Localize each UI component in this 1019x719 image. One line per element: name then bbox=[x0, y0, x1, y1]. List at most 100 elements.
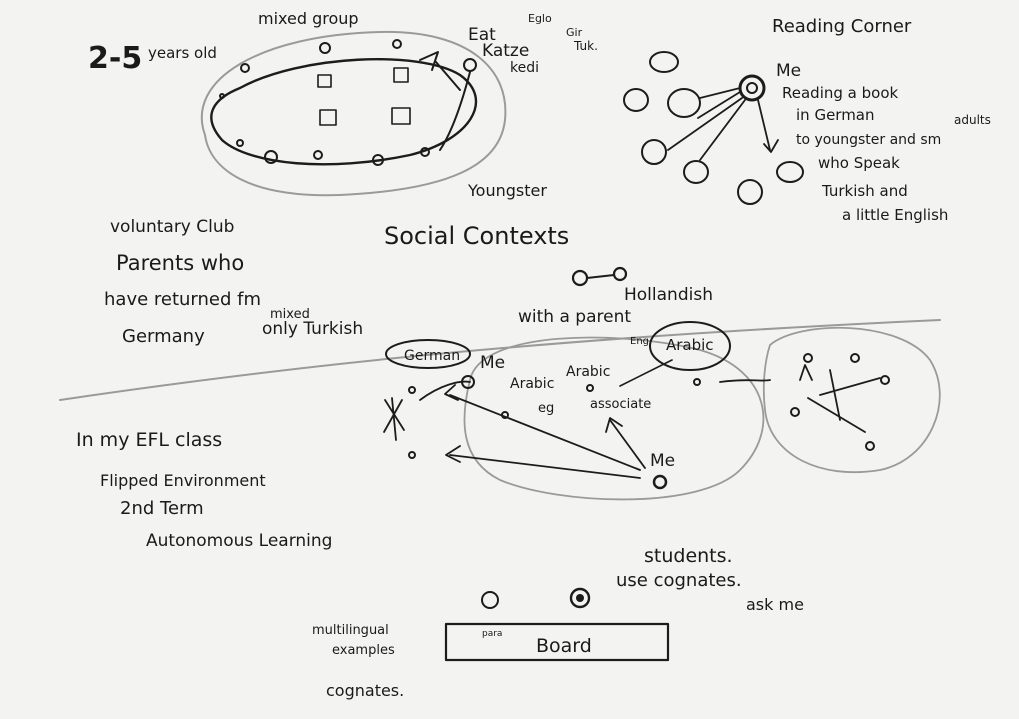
listener-circle bbox=[737, 179, 763, 205]
eg-label: eg bbox=[538, 401, 554, 416]
listener-circle bbox=[623, 88, 649, 112]
arabic-label-2: Arabic bbox=[566, 364, 610, 380]
listener-circle bbox=[667, 88, 701, 118]
efl-class-diagram bbox=[383, 321, 941, 662]
parents-line-2: have returned fm bbox=[104, 289, 261, 310]
child-circle bbox=[372, 154, 384, 166]
board-rect bbox=[444, 622, 670, 662]
student-dot bbox=[693, 378, 701, 386]
german-bubble-label: German bbox=[404, 348, 460, 364]
german-bubble bbox=[385, 339, 471, 369]
cognates-label: cognates. bbox=[326, 681, 404, 700]
german-link bbox=[419, 380, 471, 401]
child-circle bbox=[463, 58, 477, 72]
multilingual-label-2: examples bbox=[332, 643, 395, 658]
efl-title: In my EFL class bbox=[76, 429, 222, 451]
child-circle bbox=[313, 150, 323, 160]
kedi-label: kedi bbox=[510, 60, 539, 76]
reading-line-1: Reading a book bbox=[782, 84, 898, 102]
kedi-lang: Tuk. bbox=[573, 39, 598, 53]
pair-link bbox=[586, 274, 615, 279]
child-square bbox=[319, 109, 337, 126]
reading-corner-diagram bbox=[623, 51, 804, 205]
cat-lang: Gir bbox=[566, 26, 583, 39]
child-circle bbox=[240, 63, 250, 73]
section-divider bbox=[59, 319, 941, 401]
arabic-link bbox=[619, 359, 673, 387]
eat-lang: Eglo bbox=[528, 12, 552, 25]
child-circle bbox=[219, 93, 225, 99]
reading-line-7: a little English bbox=[842, 206, 948, 224]
child-circle bbox=[571, 269, 589, 287]
eat-label: Eat bbox=[468, 25, 496, 45]
parent-circle bbox=[612, 266, 628, 282]
youngster-label: Youngster bbox=[467, 181, 547, 200]
group-dot bbox=[850, 353, 860, 363]
only-turkish-label: only Turkish bbox=[262, 319, 363, 339]
arrow-to-german bbox=[444, 384, 641, 471]
board-label: Board bbox=[536, 635, 592, 657]
hollandish-label: Hollandish bbox=[624, 285, 713, 305]
child-circle bbox=[420, 147, 430, 157]
child-square bbox=[393, 67, 409, 83]
parents-line-3: Germany bbox=[122, 326, 205, 347]
hollandish-pair bbox=[571, 266, 628, 287]
link-to-group bbox=[719, 379, 771, 383]
student-dot bbox=[408, 451, 416, 459]
arabic-bubble bbox=[649, 321, 731, 371]
child-circle bbox=[264, 150, 278, 164]
teacher-arrow-line-2 bbox=[435, 61, 461, 91]
group-arrows bbox=[799, 364, 881, 433]
student-dot bbox=[408, 386, 416, 394]
child-circle bbox=[236, 139, 244, 147]
arabic-bubble-label: Arabic bbox=[666, 336, 714, 354]
mixed-note: mixed bbox=[270, 307, 310, 322]
me-center-dot bbox=[652, 474, 668, 490]
child-square bbox=[391, 107, 411, 125]
class-circle bbox=[463, 336, 765, 501]
child-circle bbox=[319, 42, 331, 54]
social-contexts-title: Social Contexts bbox=[384, 222, 569, 250]
eng-small-label: Eng bbox=[630, 336, 649, 347]
cat-label: Katze bbox=[482, 41, 529, 61]
teacher-arrow-line bbox=[439, 71, 471, 151]
reading-arrows bbox=[667, 87, 746, 161]
students-label: students. bbox=[644, 545, 733, 567]
inner-group-loop bbox=[210, 58, 478, 166]
student-dot bbox=[586, 384, 594, 392]
autonomous-learning: Autonomous Learning bbox=[146, 531, 332, 551]
group-circle bbox=[762, 326, 941, 474]
listener-circle bbox=[641, 139, 667, 165]
child-circle bbox=[392, 39, 402, 49]
group-dot bbox=[803, 353, 813, 363]
group-dot bbox=[790, 407, 800, 417]
reading-line-4: adults bbox=[954, 113, 991, 127]
me-center-label: Me bbox=[650, 451, 675, 471]
reading-line-5: who Speak bbox=[818, 154, 900, 172]
group-dot bbox=[880, 375, 890, 385]
arabic-label-1: Arabic bbox=[510, 376, 554, 392]
teacher-arrow-head bbox=[419, 51, 439, 71]
student-at-board bbox=[481, 591, 499, 609]
outer-group-loop bbox=[200, 30, 507, 197]
voluntary-club-label: voluntary Club bbox=[110, 217, 234, 237]
with-parent-label: with a parent bbox=[518, 307, 631, 327]
multilingual-label-1: multilingual bbox=[312, 623, 389, 638]
board-small-label: para bbox=[482, 629, 502, 639]
arrow-to-associate bbox=[605, 417, 646, 469]
reading-line-2: in German bbox=[796, 106, 875, 124]
ask-me-label: ask me bbox=[746, 595, 804, 614]
listener-circle bbox=[683, 160, 709, 184]
associate-label: associate bbox=[590, 397, 651, 412]
child-square bbox=[317, 74, 332, 88]
me-top-label: Me bbox=[480, 353, 505, 373]
reading-corner-title: Reading Corner bbox=[772, 16, 912, 37]
second-term: 2nd Term bbox=[120, 498, 204, 519]
listener-circle bbox=[776, 161, 804, 183]
arrow-to-student bbox=[445, 445, 641, 479]
parents-line-1: Parents who bbox=[116, 251, 244, 275]
reader-me-label: Me bbox=[776, 61, 801, 81]
use-cognates-label: use cognates. bbox=[616, 570, 742, 591]
